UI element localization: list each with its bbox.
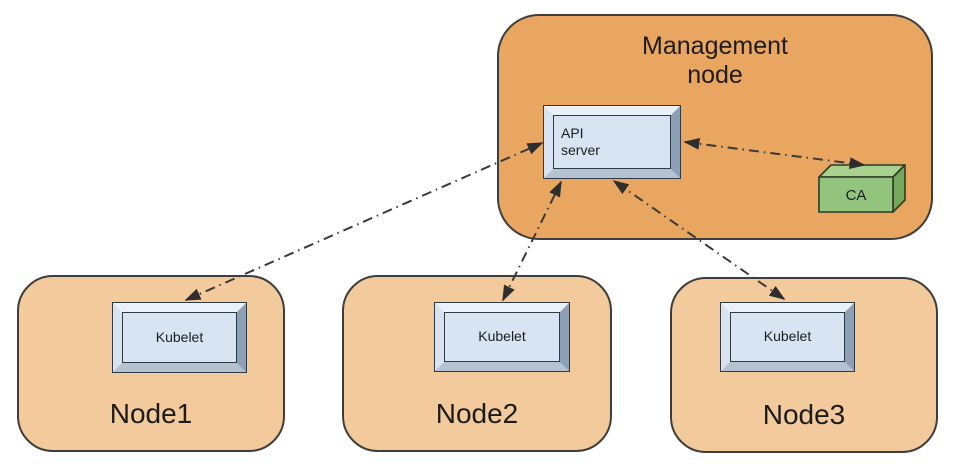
kubelet-box-3-bevel: Kubelet (721, 303, 854, 371)
kubelet-box-1-bevel: Kubelet (113, 303, 246, 372)
worker-node-3-label: Node3 (762, 399, 846, 430)
kubelet-box-2-bevel: Kubelet (435, 303, 569, 371)
kubelet-label-1: Kubelet (122, 312, 237, 363)
api-server-label: API server (553, 115, 671, 169)
kubelet-box-3: Kubelet (720, 302, 855, 372)
worker-node-2-label: Node2 (435, 398, 519, 429)
kubelet-box-1: Kubelet (112, 302, 247, 373)
kubelet-label-3: Kubelet (730, 312, 845, 362)
management-node-label: Management node (642, 32, 788, 89)
api-server-box-bevel: API server (544, 106, 680, 178)
worker-node-1-label: Node1 (109, 398, 193, 429)
api-server-box: API server (543, 105, 681, 179)
kubelet-label-2: Kubelet (444, 312, 560, 362)
kubelet-box-2: Kubelet (434, 302, 570, 372)
